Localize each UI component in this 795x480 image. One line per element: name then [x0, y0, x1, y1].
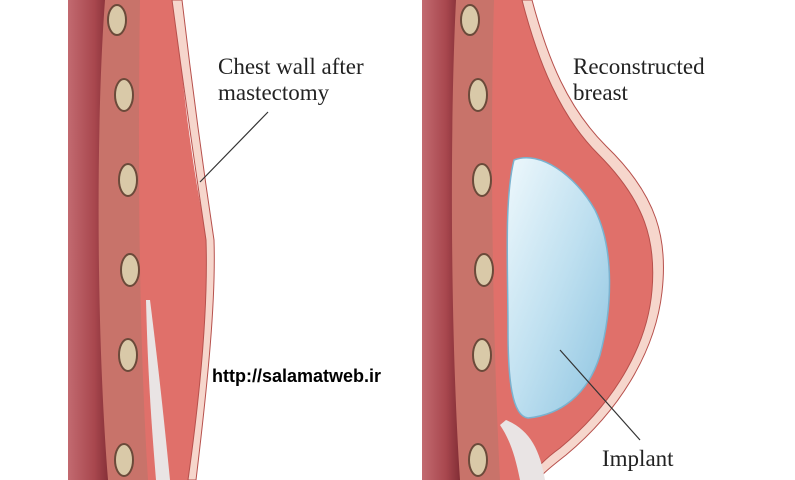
- chest-wall-label: Chest wall after mastectomy: [218, 54, 364, 105]
- chest-wall-leader-line: [199, 111, 269, 183]
- reconstructed-breast-label: Reconstructed breast: [573, 54, 705, 105]
- left-panel-chest-wall: [68, 0, 215, 480]
- right-ribs: [460, 4, 494, 477]
- left-fascia: [146, 300, 170, 480]
- watermark-url: http://salamatweb.ir: [212, 366, 382, 386]
- left-skin-layer: [171, 0, 215, 480]
- implant-leader-line: [559, 349, 641, 441]
- implant-label: Implant: [602, 446, 674, 471]
- right-panel-reconstruction: [422, 0, 665, 480]
- left-ribs: [107, 4, 140, 477]
- right-implant: [506, 157, 611, 419]
- right-body-cavity: [422, 0, 462, 480]
- right-fascia: [500, 420, 545, 480]
